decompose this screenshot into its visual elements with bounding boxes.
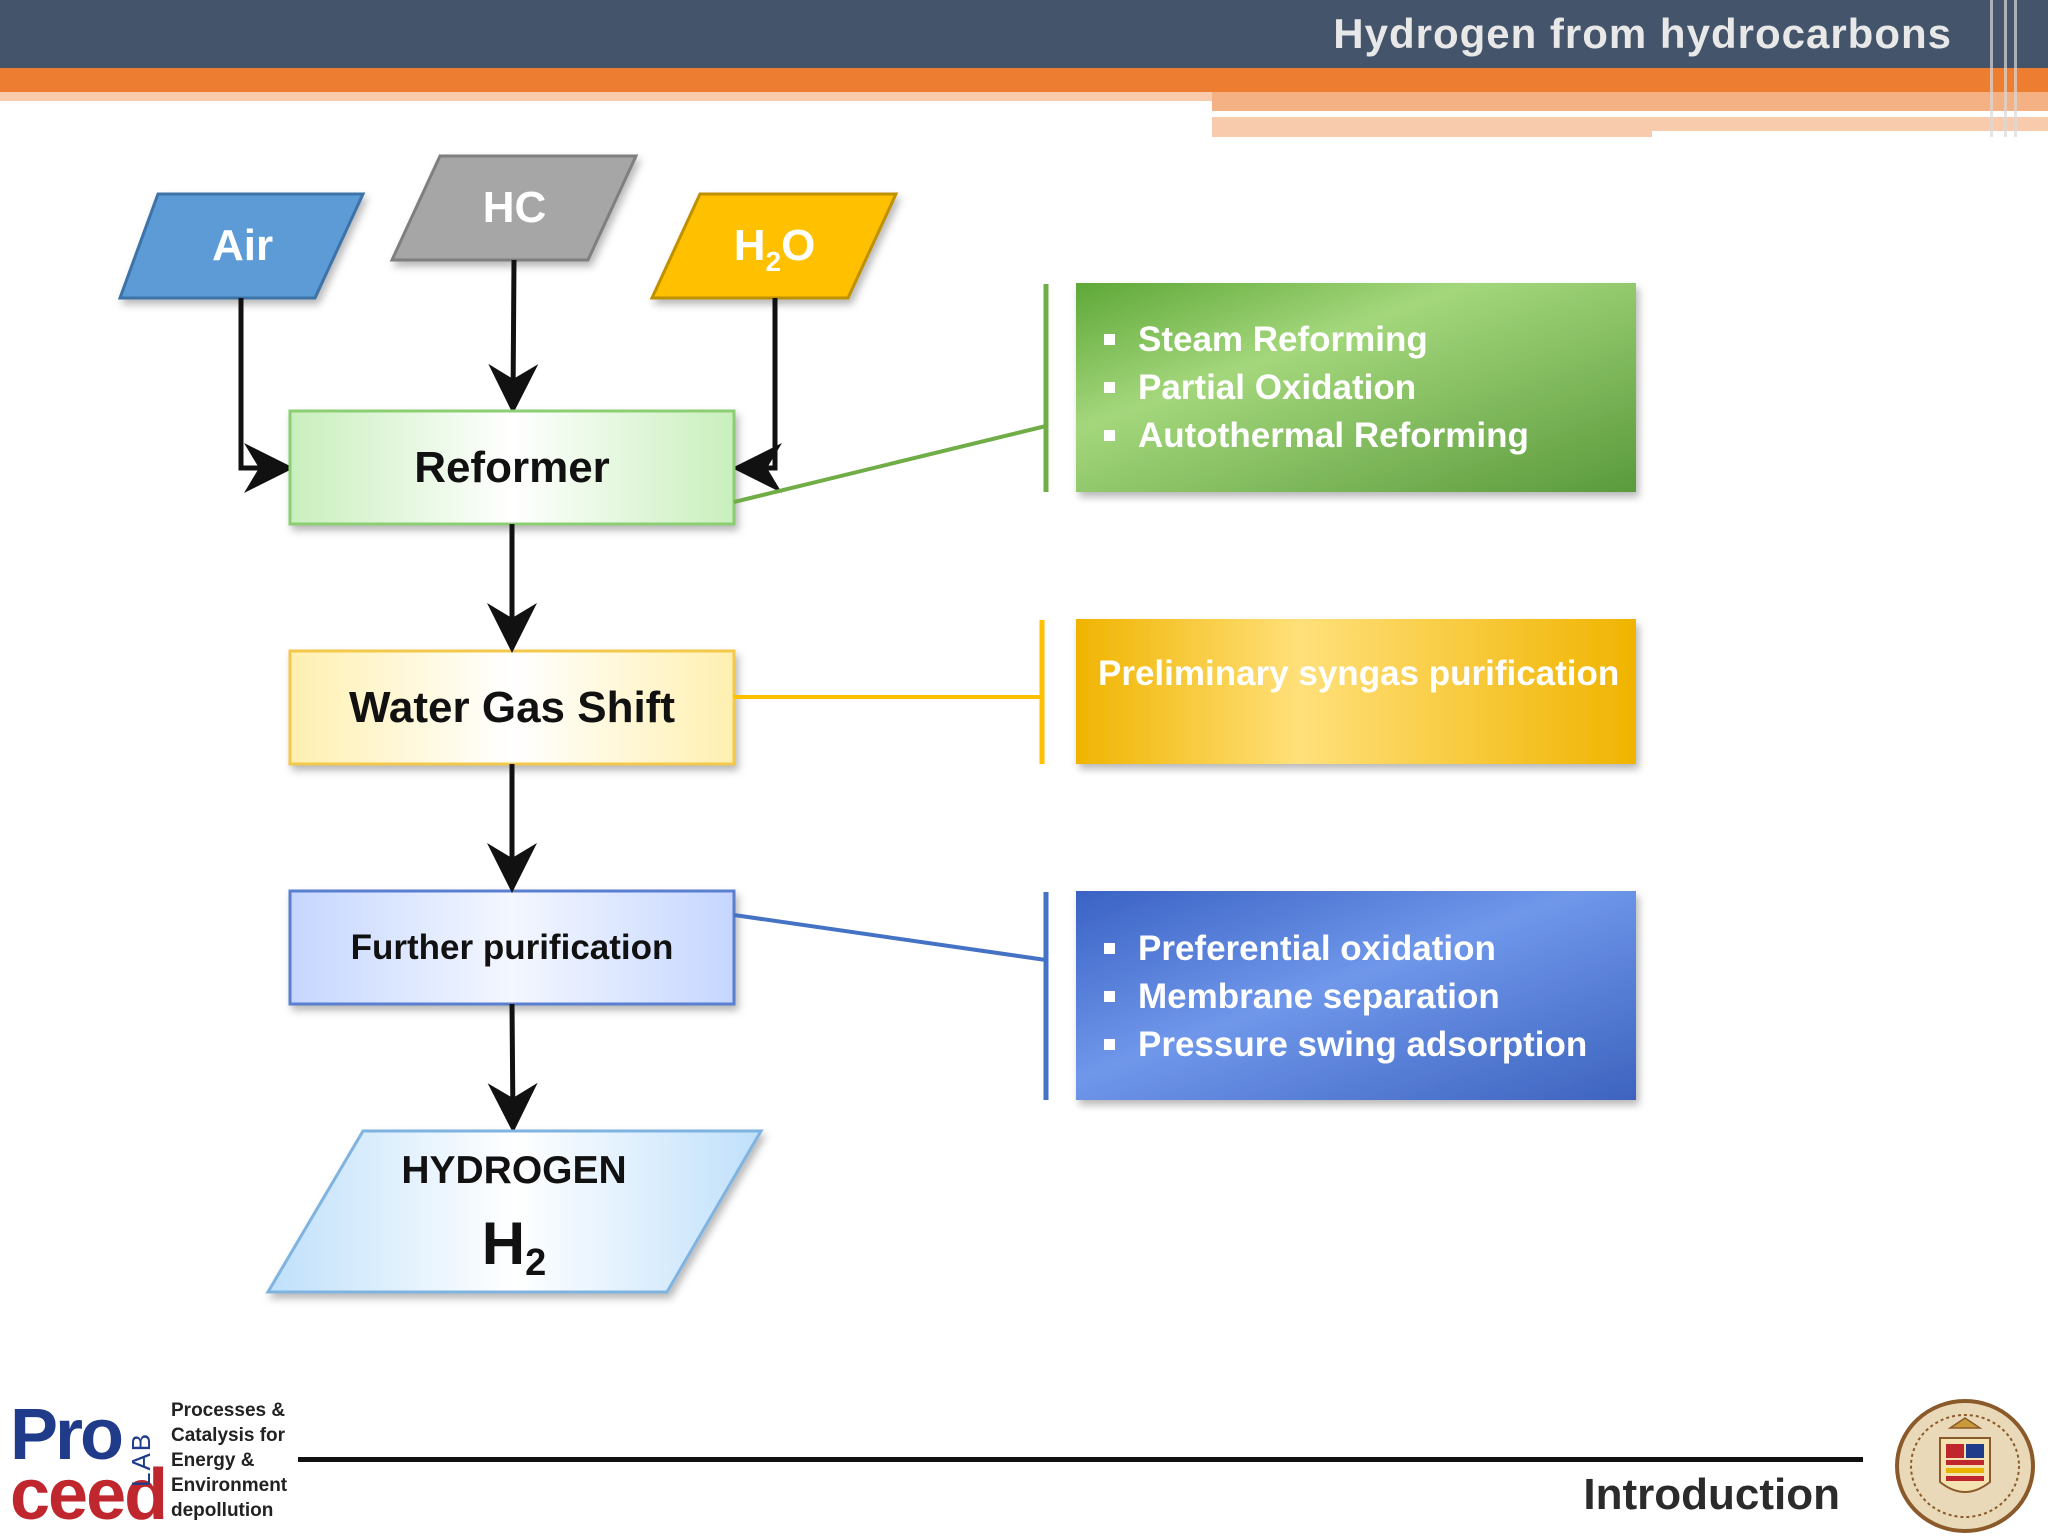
arrow-purification-to-hydrogen (487, 1003, 538, 1133)
header-accent-stripe-light (0, 92, 1212, 101)
logo-ceed-text: ceed (10, 1455, 168, 1535)
header-vertical-rule (2014, 0, 2017, 137)
slide-title: Hydrogen from hydrocarbons (1333, 10, 1952, 57)
list-item: Pressure swing adsorption (1076, 1021, 1636, 1069)
connector-reformer (733, 424, 1047, 504)
logo-line: Catalysis for (171, 1425, 286, 1446)
list-item: Autothermal Reforming (1076, 412, 1636, 460)
logo-lab-text: LAB (126, 1431, 156, 1487)
water-gas-shift-label: Water Gas Shift (349, 682, 675, 732)
input-air-label: Air (211, 221, 274, 270)
arrow-hc-to-reformer (488, 259, 539, 414)
input-h2o-shape (649, 192, 899, 300)
further-purification-label: Further purification (350, 927, 674, 967)
list-item: Preferential oxidation (1076, 925, 1636, 973)
header-bar (0, 0, 2048, 68)
logo-line: Energy & (171, 1450, 255, 1471)
header-vertical-rule (1990, 0, 1993, 137)
header-accent-divider (1212, 112, 1897, 117)
input-hc-label: HC (482, 183, 547, 232)
purification-methods-box (1076, 891, 1636, 1100)
header-accent-notch (1652, 131, 2048, 137)
reformer-methods-list: Steam Reforming Partial Oxidation Autoth… (1076, 283, 1636, 492)
logo-pro-text: Pro (10, 1395, 124, 1475)
list-item: Membrane separation (1076, 973, 1636, 1021)
hydrogen-label: HYDROGEN (401, 1149, 627, 1192)
wgs-note-box (1076, 619, 1636, 764)
input-air-shape (117, 192, 366, 300)
connector-purification (733, 913, 1047, 962)
arrow-h2o-to-reformer (732, 298, 782, 493)
purification-methods-list: Preferential oxidation Membrane separati… (1076, 891, 1636, 1100)
hydrogen-output-shape (265, 1129, 764, 1294)
proceed-lab-logo: Pro ceed LAB Processes & Catalysis for E… (8, 1395, 298, 1535)
header-accent-stripe (0, 68, 2048, 92)
list-item: Steam Reforming (1076, 316, 1636, 364)
section-label: Introduction (1583, 1470, 1840, 1519)
list-item: Partial Oxidation (1076, 364, 1636, 412)
arrow-air-to-reformer (238, 298, 294, 493)
header-accent-block (1212, 92, 2048, 111)
footer-rule (298, 1457, 1863, 1462)
logo-line: depollution (171, 1500, 274, 1521)
reformer-label: Reformer (414, 442, 610, 492)
logo-line: Environment (171, 1475, 288, 1496)
logo-line: Processes & (171, 1400, 286, 1421)
input-hc-shape (389, 154, 639, 262)
wgs-note: Preliminary syngas purification (1098, 653, 1620, 693)
reformer-box (288, 409, 736, 526)
reformer-methods-box (1076, 283, 1636, 492)
university-seal-icon (1895, 1399, 2035, 1533)
header-vertical-rule (2004, 0, 2007, 137)
